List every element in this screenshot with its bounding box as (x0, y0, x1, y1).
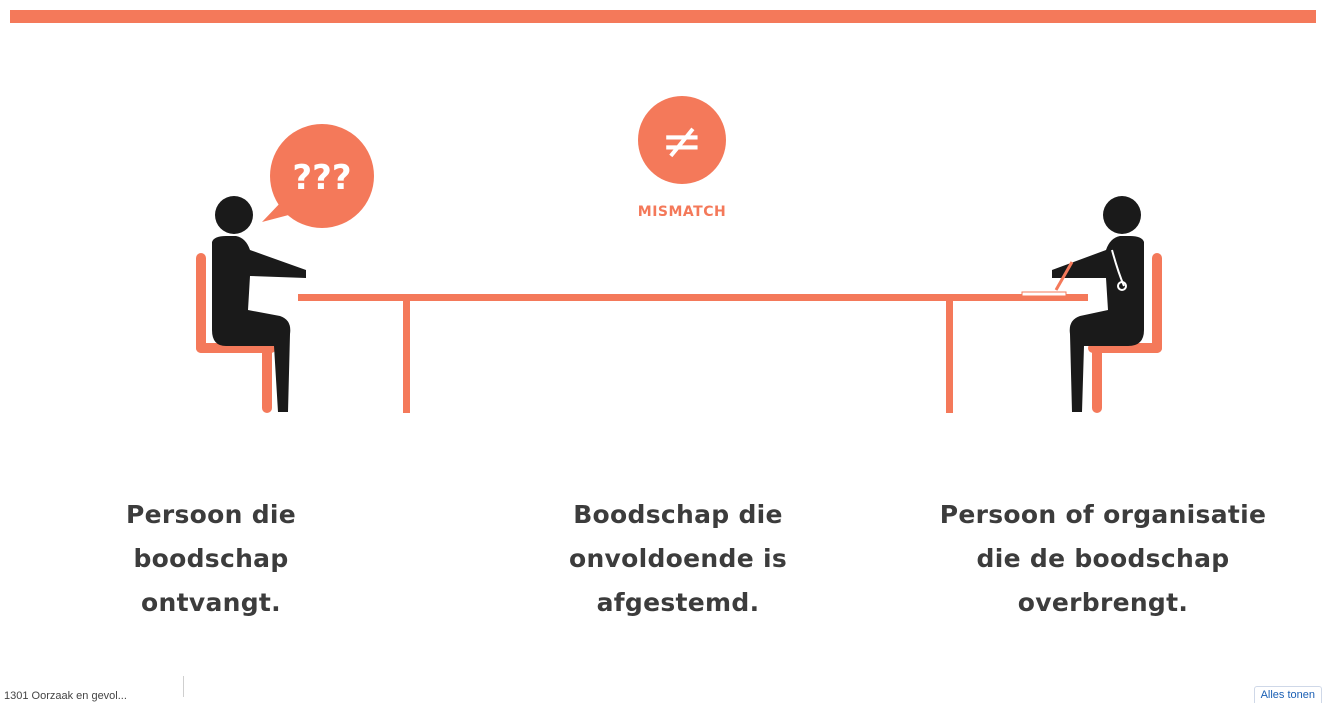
speech-bubble: ??? (262, 124, 374, 228)
caption-sender-line: overbrengt. (1017, 588, 1189, 617)
caption-message-line: Boodschap die (573, 500, 783, 529)
illustration: ≠ MISMATCH ??? (196, 96, 1162, 413)
download-item[interactable]: 1301 Oorzaak en gevol... (4, 690, 127, 702)
mismatch-badge: ≠ MISMATCH (638, 96, 726, 220)
caption-receiver-line: Persoon die (125, 500, 297, 529)
caption-receiver-line: ontvangt. (141, 588, 281, 617)
paper-icon (1021, 291, 1067, 297)
sender-figure (1021, 196, 1162, 413)
download-bar: 1301 Oorzaak en gevol... Alles tonen (0, 672, 1328, 703)
not-equal-icon: ≠ (661, 112, 703, 170)
caption-sender: Persoon of organisatie die de boodschap … (928, 493, 1278, 625)
receiver-figure (196, 196, 306, 413)
pen-icon (1054, 261, 1074, 291)
mismatch-label: MISMATCH (638, 204, 726, 220)
caption-message: Boodschap die onvoldoende is afgestemd. (528, 493, 828, 625)
show-all-button[interactable]: Alles tonen (1253, 686, 1322, 703)
top-accent-bar (10, 10, 1316, 23)
download-divider (183, 676, 184, 697)
caption-receiver-line: boodschap (133, 544, 289, 573)
table (298, 294, 1088, 413)
caption-receiver: Persoon die boodschap ontvangt. (96, 493, 326, 625)
caption-sender-line: die de boodschap (976, 544, 1230, 573)
mismatch-circle (638, 96, 726, 184)
caption-message-line: afgestemd. (596, 588, 760, 617)
caption-sender-line: Persoon of organisatie (939, 500, 1267, 529)
speech-bubble-text: ??? (292, 158, 351, 198)
caption-message-line: onvoldoende is (568, 544, 788, 573)
